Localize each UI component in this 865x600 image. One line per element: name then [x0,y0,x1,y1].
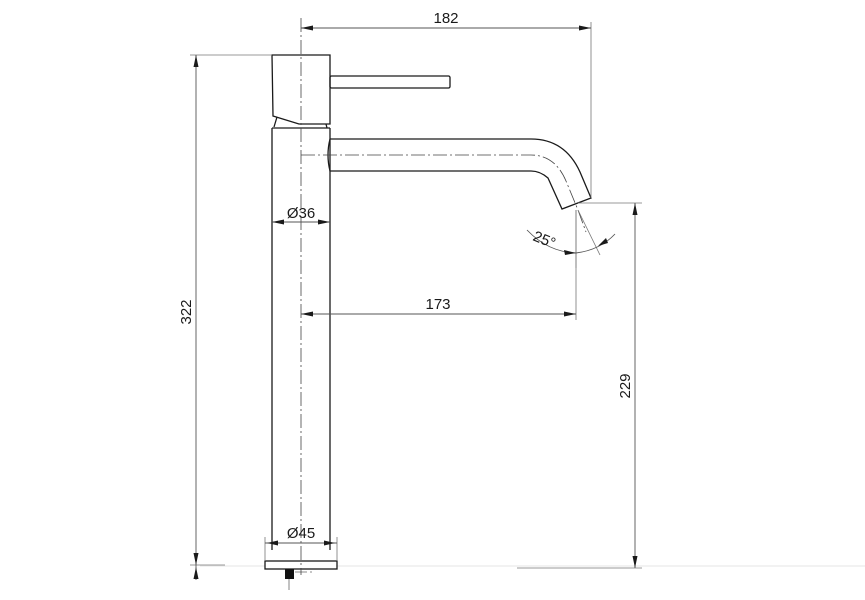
dimension-diameter-45: Ø45 [264,525,338,561]
svg-text:182: 182 [433,10,458,27]
dimension-angle-25: 25° [526,209,616,268]
dimension-322: 322 [178,54,272,580]
handle-cartridge-body [271,54,331,125]
threaded-connector [285,569,294,579]
collar-detail [273,116,328,129]
svg-text:173: 173 [425,296,450,313]
lever-handle [329,75,451,89]
svg-text:229: 229 [617,373,634,398]
dimension-182: 182 [301,10,592,198]
dimension-173: 173 [301,210,577,320]
spout-centerline [301,154,587,233]
svg-text:322: 322 [178,299,195,324]
dimension-diameter-36: Ø36 [272,205,330,225]
svg-text:Ø45: Ø45 [287,525,315,542]
spout [327,138,592,210]
svg-text:Ø36: Ø36 [287,205,315,222]
dimension-229: 229 [517,202,642,569]
